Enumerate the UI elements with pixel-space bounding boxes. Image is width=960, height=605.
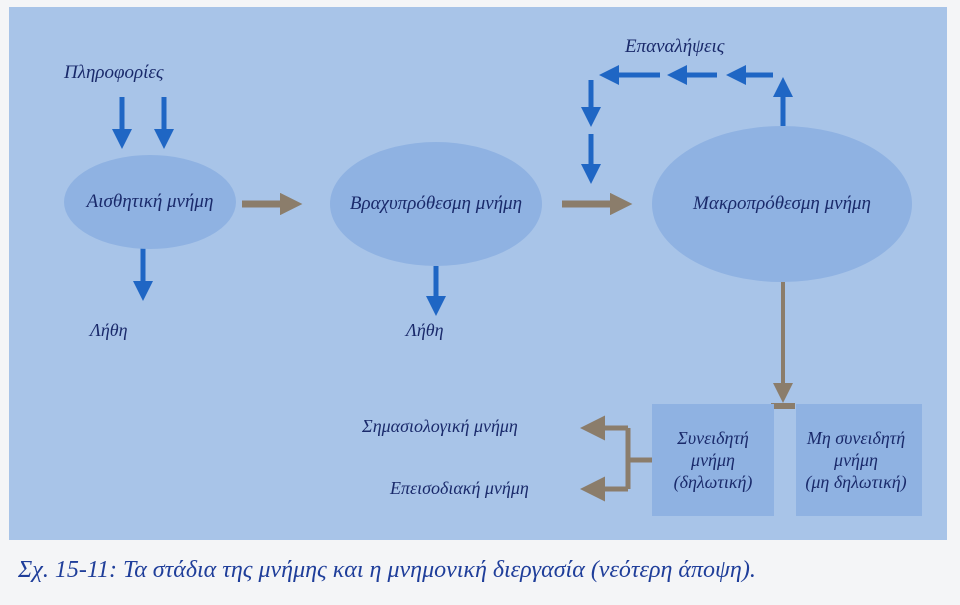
explicit-memory-label: Συνειδητή μνήμη (δηλωτική) [673, 428, 753, 492]
short-term-memory-label: Βραχυπρόθεσμη μνήμη [349, 193, 523, 214]
long-term-memory-label: Μακροπρόθεσμη μνήμη [693, 193, 871, 214]
repetitions-label: Επαναλήψεις [625, 36, 725, 57]
input-label: Πληροφορίες [64, 62, 164, 83]
forgetting-label-2: Λήθη [406, 320, 444, 340]
sensory-memory-node: Αισθητική μνήμη [64, 155, 236, 249]
figure-caption: Σχ. 15-11: Τα στάδια της μνήμης και η μν… [18, 557, 756, 583]
forgetting-label-1: Λήθη [90, 320, 128, 340]
long-term-memory-node: Μακροπρόθεσμη μνήμη [652, 126, 912, 282]
semantic-memory-label: Σημασιολογική μνήμη [362, 416, 518, 436]
implicit-memory-label: Μη συνειδητή μνήμη (μη δηλωτική) [805, 428, 907, 492]
short-term-memory-node: Βραχυπρόθεσμη μνήμη [330, 142, 542, 266]
sensory-memory-label: Αισθητική μνήμη [86, 191, 214, 212]
implicit-memory-box: Μη συνειδητή μνήμη (μη δηλωτική) [796, 404, 922, 516]
episodic-memory-label: Επεισοδιακή μνήμη [390, 478, 529, 498]
split-bar [771, 403, 795, 409]
branch-connector [625, 428, 652, 489]
explicit-memory-box: Συνειδητή μνήμη (δηλωτική) [652, 404, 774, 516]
